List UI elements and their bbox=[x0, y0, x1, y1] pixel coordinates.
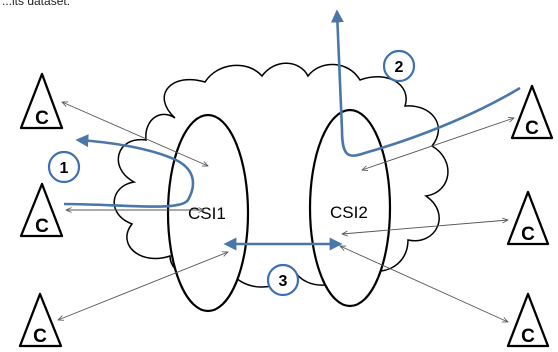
connector-c3-csi1 bbox=[58, 252, 228, 320]
connector-c5-csi2 bbox=[342, 220, 508, 234]
cloud-network bbox=[113, 62, 449, 288]
client-node-3: C bbox=[18, 292, 63, 348]
client-label-6: C bbox=[521, 326, 535, 347]
step-label-2: 2 bbox=[395, 59, 404, 76]
caption-text: ...its dataset. bbox=[2, 0, 71, 8]
server-label-csi1: CSI1 bbox=[188, 204, 226, 223]
client-label-4: C bbox=[525, 118, 539, 139]
client-node-2: C bbox=[19, 182, 64, 238]
client-label-3: C bbox=[33, 326, 47, 347]
client-node-5: C bbox=[506, 190, 550, 246]
step-marker-3: 3 bbox=[266, 263, 300, 297]
step-marker-2: 2 bbox=[382, 49, 416, 83]
client-label-5: C bbox=[521, 224, 535, 245]
client-label-1: C bbox=[35, 108, 49, 129]
flow-path-2 bbox=[330, 9, 521, 157]
client-node-4: C bbox=[510, 84, 554, 140]
server-label-csi2: CSI2 bbox=[330, 203, 368, 222]
flow-paths bbox=[63, 9, 521, 251]
client-node-1: C bbox=[19, 72, 64, 130]
client-node-6: C bbox=[506, 292, 550, 348]
connector-c6-csi2 bbox=[340, 246, 508, 322]
client-connections bbox=[58, 102, 514, 322]
flow-path-1 bbox=[63, 134, 195, 208]
step-label-1: 1 bbox=[60, 160, 69, 177]
connector-c1-csi1 bbox=[62, 102, 208, 166]
step-marker-1: 1 bbox=[47, 150, 81, 184]
step-label-3: 3 bbox=[279, 273, 288, 290]
client-label-2: C bbox=[35, 216, 49, 237]
connector-c4-csi2 bbox=[362, 118, 514, 170]
